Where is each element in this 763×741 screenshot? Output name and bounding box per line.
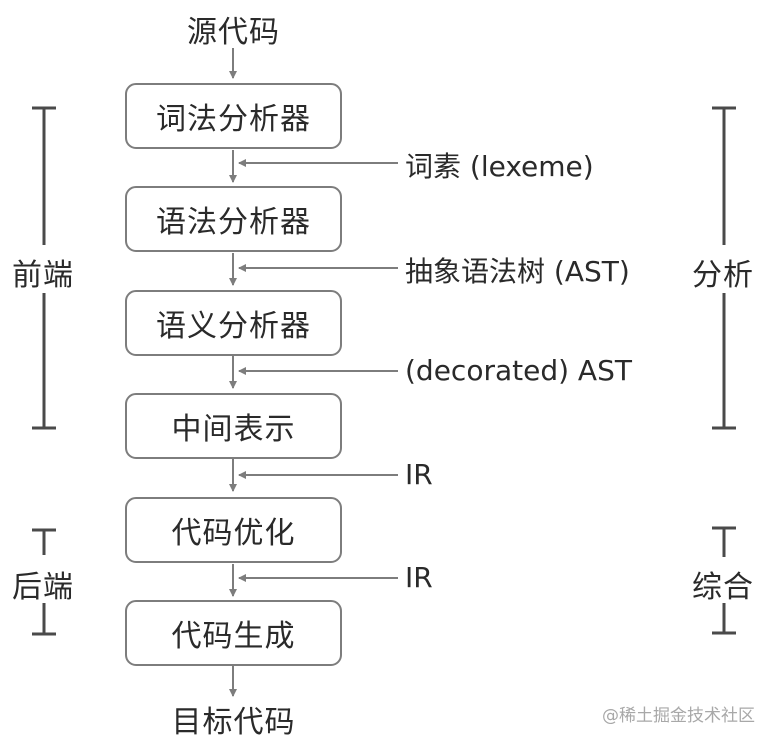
frontend-bracket <box>32 106 56 430</box>
stage-parser-box: 语法分析器 <box>125 186 342 252</box>
stage-semantic-analyzer-box: 语义分析器 <box>125 290 342 356</box>
stage-ir-box: 中间表示 <box>125 393 342 459</box>
artifact-label-decorated-ast: (decorated) AST <box>405 354 632 387</box>
analysis-bracket <box>712 106 736 430</box>
target-code-label: 目标代码 <box>171 705 296 740</box>
frontend-label: 前端 <box>12 258 74 293</box>
artifact-label-ir-1: IR <box>405 458 433 491</box>
stage-optimizer-box: 代码优化 <box>125 497 342 563</box>
artifact-label-ast: 抽象语法树 (AST) <box>405 255 630 288</box>
synthesis-bracket <box>712 526 736 635</box>
stage-codegen-box: 代码生成 <box>125 600 342 666</box>
analysis-label: 分析 <box>692 258 754 293</box>
artifact-label-lexeme: 词素 (lexeme) <box>405 150 594 183</box>
source-code-label: 源代码 <box>187 15 280 50</box>
stage-lexer-box: 词法分析器 <box>125 83 342 149</box>
artifact-label-ir-2: IR <box>405 561 433 594</box>
watermark: @稀土掘金技术社区 <box>602 706 755 726</box>
backend-bracket <box>32 528 56 636</box>
backend-label: 后端 <box>12 570 74 605</box>
synthesis-label: 综合 <box>692 570 754 605</box>
